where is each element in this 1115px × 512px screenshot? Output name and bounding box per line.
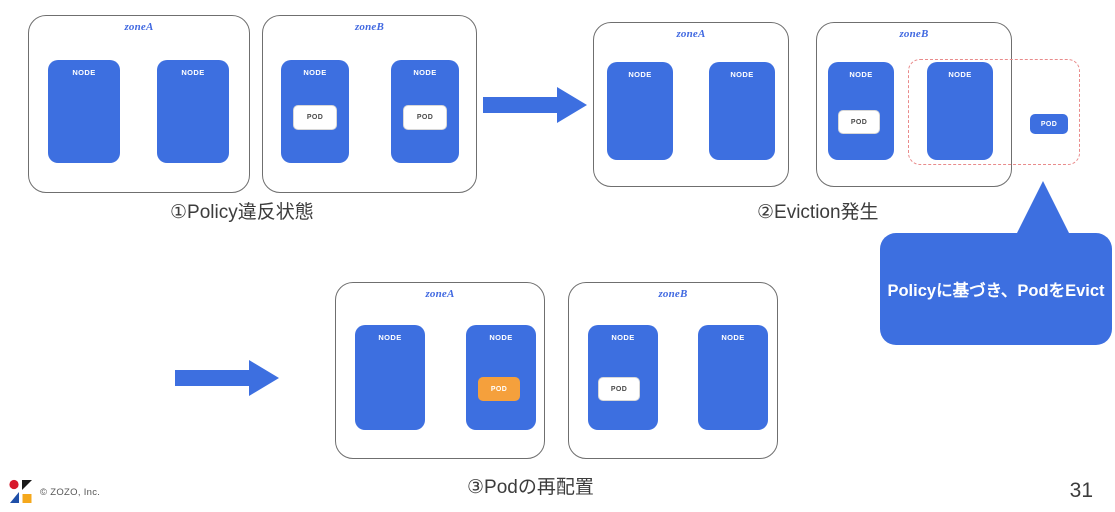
node-label: NODE [730, 70, 754, 79]
step2-evicted-pod: POD [1030, 114, 1068, 134]
node-label: NODE [378, 333, 402, 342]
node-label: NODE [413, 68, 437, 77]
node-label: NODE [948, 70, 972, 79]
step2-zoneB-label: zoneB [899, 28, 929, 40]
step2-zoneA-label: zoneA [676, 28, 706, 40]
copyright-text: © ZOZO, Inc. [40, 487, 101, 498]
page-number: 31 [1069, 479, 1093, 502]
step3-zoneB-label: zoneB [658, 288, 688, 300]
step2-zoneB-node-2: NODE [927, 62, 993, 160]
zozo-logo-icon [8, 479, 34, 505]
step2-zoneB-node-1-pod: POD [838, 110, 880, 134]
step2-zoneA-node-1: NODE [607, 62, 673, 160]
step3-zoneB-node-2: NODE [698, 325, 768, 430]
callout-pointer-icon [1012, 181, 1074, 243]
node-label: NODE [721, 333, 745, 342]
node-label: NODE [489, 333, 513, 342]
step1-zoneB-node-1-pod: POD [293, 105, 337, 130]
step1-zoneB-label: zoneB [354, 21, 385, 33]
step1-caption: ①Policy違反状態 [170, 202, 314, 223]
node-label: NODE [303, 68, 327, 77]
callout-bubble: Policyに基づき、PodをEvict [880, 233, 1112, 345]
arrow-step2-to-step3 [175, 358, 280, 398]
node-label: NODE [611, 333, 635, 342]
step3-zoneA-node-2-pod: POD [478, 377, 520, 401]
step3-zoneA-label: zoneA [425, 288, 455, 300]
step2-caption: ②Eviction発生 [757, 202, 879, 223]
step1-zoneA-node-1: NODE [48, 60, 120, 163]
arrow-step1-to-step2 [483, 85, 588, 125]
step3-caption: ③Podの再配置 [467, 477, 594, 498]
step1-zoneB-node-2-pod: POD [403, 105, 447, 130]
step1-zoneA-node-2: NODE [157, 60, 229, 163]
node-label: NODE [72, 68, 96, 77]
callout-text: Policyに基づき、PodをEvict [887, 282, 1105, 300]
node-label: NODE [849, 70, 873, 79]
node-label: NODE [628, 70, 652, 79]
step3-zoneB-node-1-pod: POD [598, 377, 640, 401]
step1-zoneA-label: zoneA [124, 21, 154, 33]
node-label: NODE [181, 68, 205, 77]
step2-zoneA-node-2: NODE [709, 62, 775, 160]
step3-zoneA-node-1: NODE [355, 325, 425, 430]
